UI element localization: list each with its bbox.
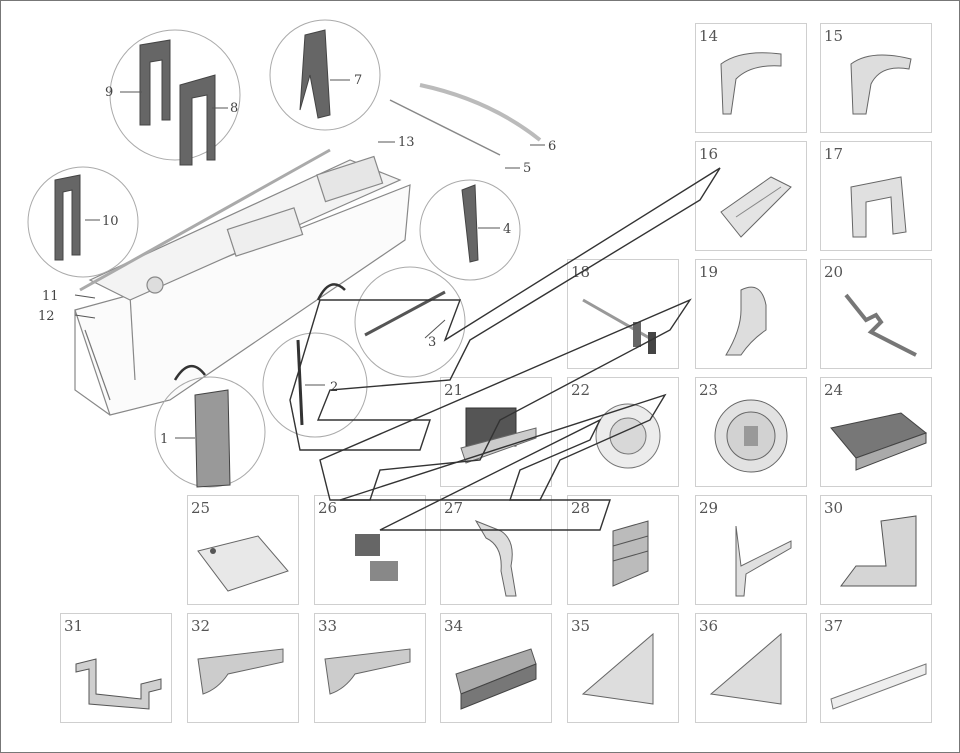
- bracket-curved-icon: [850, 54, 912, 115]
- strip-curved-icon: [197, 648, 284, 695]
- callout-12: 12: [38, 309, 55, 324]
- part-cell-27: 27: [440, 495, 552, 605]
- part-cell-37: 37: [820, 613, 932, 723]
- part-number: 36: [699, 617, 719, 635]
- callout-circle-7: [269, 19, 381, 131]
- bracket-arch-icon: [720, 52, 782, 115]
- part-cell-22: 22: [567, 377, 679, 487]
- callout-4: 4: [503, 222, 511, 237]
- callout-3: 3: [428, 335, 436, 350]
- rail-profile-icon: [455, 648, 537, 710]
- bus-body: [74, 148, 411, 416]
- callout-5: 5: [523, 161, 531, 176]
- part-number: 31: [64, 617, 84, 635]
- part-number: 25: [191, 499, 211, 517]
- stepped-block-icon: [612, 520, 649, 587]
- callout-8: 8: [230, 101, 238, 116]
- rod-clip-icon: [582, 298, 656, 354]
- part-number: 16: [699, 145, 719, 163]
- callout-7: 7: [354, 73, 362, 88]
- panel-tray-icon: [460, 407, 537, 464]
- part-number: 37: [824, 617, 844, 635]
- frame-bracket-icon: [850, 176, 907, 238]
- part-number: 14: [699, 27, 719, 45]
- part-cell-14: 14: [695, 23, 807, 133]
- part-number: 33: [318, 617, 338, 635]
- part-cell-23: 23: [695, 377, 807, 487]
- callout-1: 1: [160, 432, 168, 447]
- part-cell-35: 35: [567, 613, 679, 723]
- part-cell-28: 28: [567, 495, 679, 605]
- part-cell-36: 36: [695, 613, 807, 723]
- part-number: 35: [571, 617, 591, 635]
- part-number: 26: [318, 499, 338, 517]
- part-number: 15: [824, 27, 844, 45]
- part-cell-17: 17: [820, 141, 932, 251]
- s-bracket-icon: [474, 519, 517, 597]
- angle-strap-icon: [735, 525, 792, 597]
- part-cell-24: 24: [820, 377, 932, 487]
- long-strip-icon: [830, 663, 927, 710]
- callout-10: 10: [102, 214, 119, 229]
- callout-circle-1: [154, 376, 266, 488]
- part-number: 30: [824, 499, 844, 517]
- two-pad-icon: [355, 534, 398, 581]
- part-cell-33: 33: [314, 613, 426, 723]
- curved-plate-icon: [725, 286, 767, 356]
- triangle-panel-icon: [581, 632, 654, 705]
- callout-6: 6: [548, 139, 556, 154]
- part-number: 24: [824, 381, 844, 399]
- flat-plate-icon: [197, 535, 289, 592]
- callout-circle-10: [27, 166, 139, 278]
- part-cell-29: 29: [695, 495, 807, 605]
- part-cell-16: 16: [695, 141, 807, 251]
- clip-channel-icon: [720, 176, 792, 238]
- callout-13: 13: [398, 135, 415, 150]
- part-cell-15: 15: [820, 23, 932, 133]
- l-bracket-icon: [840, 515, 917, 587]
- part-cell-34: 34: [440, 613, 552, 723]
- part-cell-26: 26: [314, 495, 426, 605]
- part-number: 34: [444, 617, 464, 635]
- callout-9: 9: [105, 85, 113, 100]
- triangle-panel-icon: [709, 632, 782, 705]
- part-cell-21: 21: [440, 377, 552, 487]
- part-cell-25: 25: [187, 495, 299, 605]
- fan-housing-icon: [595, 403, 661, 469]
- part-number: 29: [699, 499, 719, 517]
- hat-bracket-icon: [75, 658, 162, 710]
- part-number: 20: [824, 263, 844, 281]
- part-cell-32: 32: [187, 613, 299, 723]
- flat-tray-icon: [830, 412, 928, 471]
- strip-curved-icon: [324, 648, 411, 695]
- fan-cover-icon: [714, 399, 788, 473]
- part-cell-31: 31: [60, 613, 172, 723]
- part-number: 17: [824, 145, 844, 163]
- callout-circle-3: [354, 266, 466, 378]
- part-number: 32: [191, 617, 211, 635]
- part-cell-20: 20: [820, 259, 932, 369]
- callout-circle-8-9: [109, 29, 241, 161]
- callout-11: 11: [42, 289, 59, 304]
- part-cell-18: 18: [567, 259, 679, 369]
- part-cell-30: 30: [820, 495, 932, 605]
- hook-strap-icon: [844, 293, 917, 357]
- callout-2: 2: [330, 380, 338, 395]
- part-cell-19: 19: [695, 259, 807, 369]
